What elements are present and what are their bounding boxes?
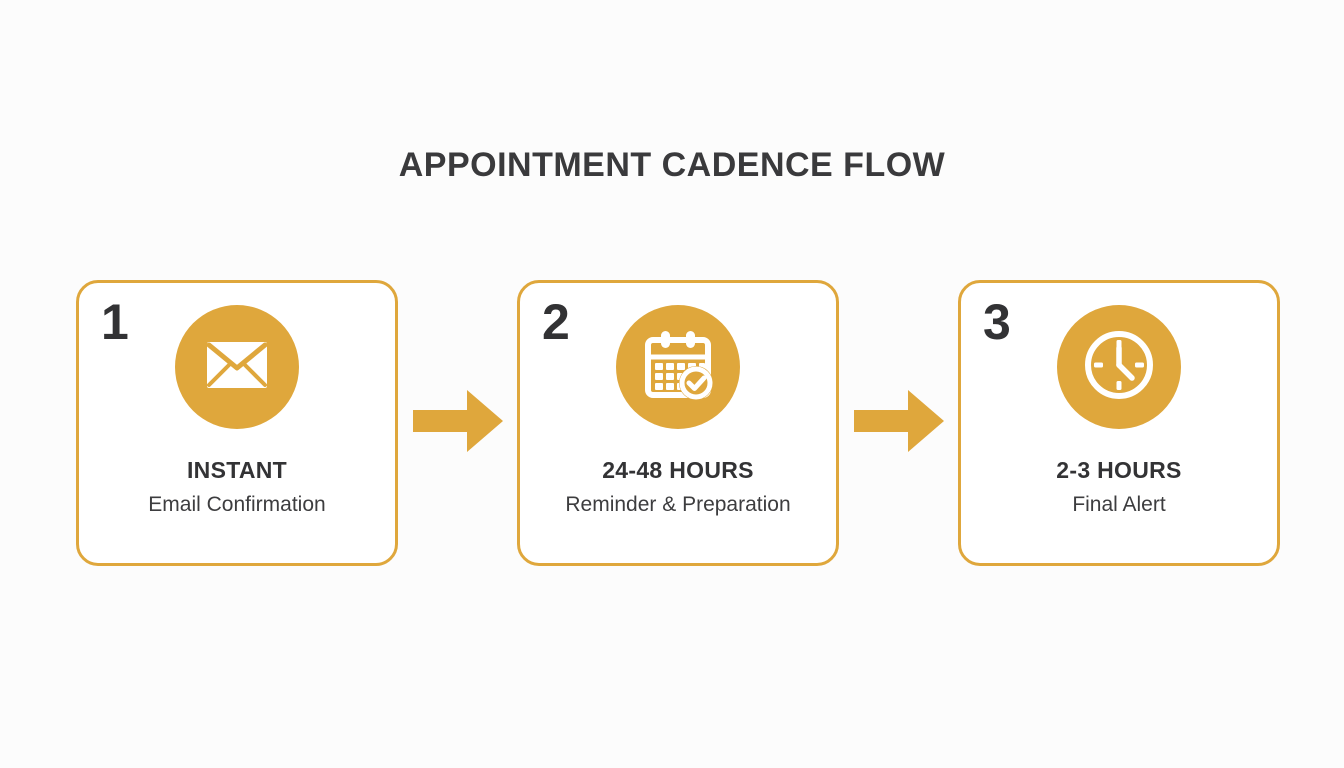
step-number-3: 3 [983,294,1011,350]
step-card-2[interactable]: 2 [517,280,839,566]
step-label-1: INSTANT [186,457,288,483]
step-icon-badge-1 [175,305,299,429]
step-sublabel-1: Email Confirmation [148,493,326,516]
step-label-3: 2-3 HOURS [1056,457,1182,483]
arrow-right-icon [852,386,946,461]
envelope-icon [205,340,269,395]
arrow-right-icon [411,386,505,461]
step-sublabel-2: Reminder & Preparation [565,493,791,516]
step-number-2: 2 [542,294,570,350]
step-icon-badge-3 [1057,305,1181,429]
connector-arrow-2 [851,386,947,460]
step-number-1: 1 [101,294,129,350]
step-card-1[interactable]: 1 INSTANT Email Confirmation [76,280,398,566]
step-sublabel-3: Final Alert [1072,493,1166,516]
cadence-flow-row: 1 INSTANT Email Confirmation [76,280,1280,566]
step-icon-badge-2 [616,305,740,429]
clock-icon [1081,327,1157,408]
connector-arrow-1 [410,386,506,460]
step-card-3[interactable]: 3 2-3 HOURS Fin [958,280,1280,566]
step-label-2: 24-48 HOURS [602,457,754,483]
page-title: APPOINTMENT CADENCE FLOW [398,146,946,184]
calendar-check-icon [641,329,715,406]
